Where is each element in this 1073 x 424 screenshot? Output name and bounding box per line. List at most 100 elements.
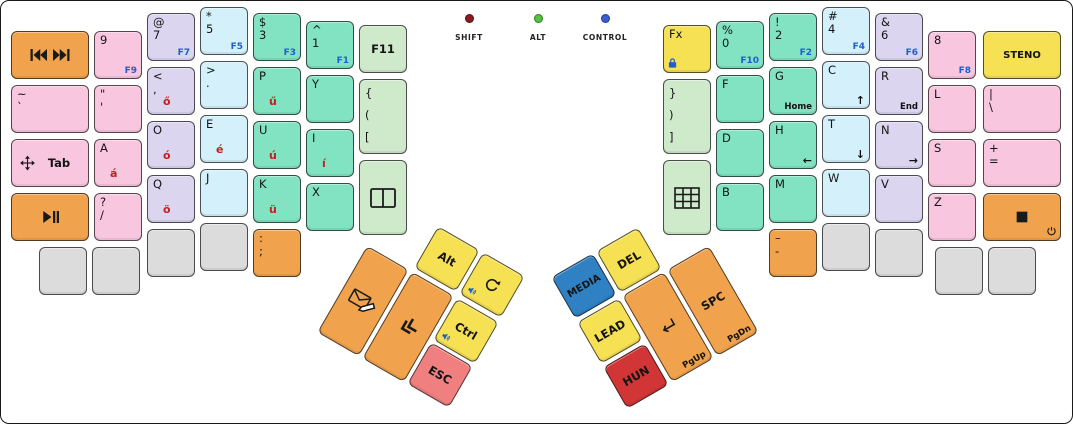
- play-pause-icon: [12, 194, 88, 240]
- key-d[interactable]: D: [716, 129, 764, 177]
- key-steno[interactable]: STENO: [983, 31, 1061, 79]
- key-split-view[interactable]: [359, 160, 407, 235]
- accent-letter: á: [110, 167, 118, 180]
- key-legend: T: [828, 117, 836, 131]
- key-legend: E: [206, 117, 214, 131]
- key-stop[interactable]: [983, 193, 1061, 241]
- key-legend: Fx: [669, 27, 683, 41]
- key-f11[interactable]: F11: [359, 25, 407, 73]
- key-enter[interactable]: PgUp: [622, 271, 714, 383]
- key-legend: >.: [206, 63, 216, 90]
- key-blank-r2[interactable]: [875, 229, 923, 277]
- key-legend: –-: [775, 231, 781, 258]
- key-x[interactable]: X: [306, 183, 354, 231]
- key-slash[interactable]: ?/: [94, 193, 142, 241]
- key-y[interactable]: Y: [306, 75, 354, 123]
- key-tab-move[interactable]: Tab: [11, 139, 89, 187]
- key-legend: ~`: [17, 87, 27, 114]
- key-legend: *5: [206, 9, 214, 36]
- key-legend: I: [312, 131, 316, 145]
- key-plus[interactable]: +=: [983, 139, 1061, 187]
- grid-icon: [664, 161, 710, 234]
- key-s[interactable]: S: [928, 139, 976, 187]
- key-n[interactable]: N→: [875, 121, 923, 169]
- key-dash[interactable]: –-: [769, 229, 817, 277]
- key-media-prev-next[interactable]: [11, 31, 89, 79]
- key-blank-l1[interactable]: [39, 247, 87, 295]
- speaker-icon: [465, 284, 480, 298]
- key-legend: 8: [934, 33, 942, 47]
- key-blank-r1[interactable]: [822, 223, 870, 271]
- key-c[interactable]: C↑: [822, 61, 870, 109]
- key-legend: A: [100, 141, 108, 155]
- key-pipe[interactable]: |\: [983, 85, 1061, 133]
- accent-letter: ú: [269, 149, 277, 162]
- key-legend: Q: [153, 177, 163, 191]
- key-v[interactable]: V: [875, 175, 923, 223]
- key-m[interactable]: M: [769, 175, 817, 223]
- sub-label: ←: [802, 154, 812, 167]
- key-w[interactable]: W: [822, 169, 870, 217]
- key-redo[interactable]: [459, 252, 525, 318]
- key-label: STENO: [1003, 49, 1041, 61]
- key-legend: H: [775, 123, 784, 137]
- key-period[interactable]: >.: [200, 61, 248, 109]
- key-label: Tab: [47, 156, 71, 170]
- key-blank-l3[interactable]: [147, 229, 195, 277]
- key-h[interactable]: H←: [769, 121, 817, 169]
- key-legend: O: [153, 123, 163, 137]
- key-legend: "': [100, 87, 106, 114]
- key-ctrl[interactable]: Ctrl: [433, 298, 499, 364]
- key-label: F11: [371, 42, 395, 56]
- key-blank-r4[interactable]: [988, 247, 1036, 295]
- key-z[interactable]: Z: [928, 193, 976, 241]
- lock-icon: [667, 57, 678, 69]
- key-b[interactable]: B: [716, 183, 764, 231]
- key-l[interactable]: L: [928, 85, 976, 133]
- key-apps-grid[interactable]: [663, 160, 711, 235]
- key-blank-l4[interactable]: [200, 223, 248, 271]
- key-semicolon[interactable]: :;: [253, 229, 301, 277]
- key-blank-r3[interactable]: [935, 247, 983, 295]
- key-compose[interactable]: [317, 245, 409, 357]
- key-j[interactable]: J: [200, 169, 248, 217]
- key-legend: G: [775, 69, 784, 83]
- key-double-chevron[interactable]: [362, 271, 454, 383]
- key-legend: <,: [153, 69, 163, 96]
- key-blank-l2[interactable]: [92, 247, 140, 295]
- key-tilde[interactable]: ~`: [11, 85, 89, 133]
- key-comma[interactable]: <,ő: [147, 67, 195, 115]
- key-f[interactable]: F: [716, 75, 764, 123]
- key-legend: D: [722, 131, 731, 145]
- key-brackets-open[interactable]: {([: [359, 79, 407, 154]
- key-brackets-close[interactable]: })]: [663, 79, 711, 154]
- key-play-pause[interactable]: [11, 193, 89, 241]
- key-legend: L: [934, 87, 941, 101]
- skip-prev-next-icon: [12, 32, 88, 78]
- key-fx[interactable]: Fx: [663, 25, 711, 73]
- key-legend: @7: [153, 15, 165, 42]
- key-legend: &6: [881, 15, 890, 42]
- key-quote[interactable]: "': [94, 85, 142, 133]
- key-t[interactable]: T↓: [822, 115, 870, 163]
